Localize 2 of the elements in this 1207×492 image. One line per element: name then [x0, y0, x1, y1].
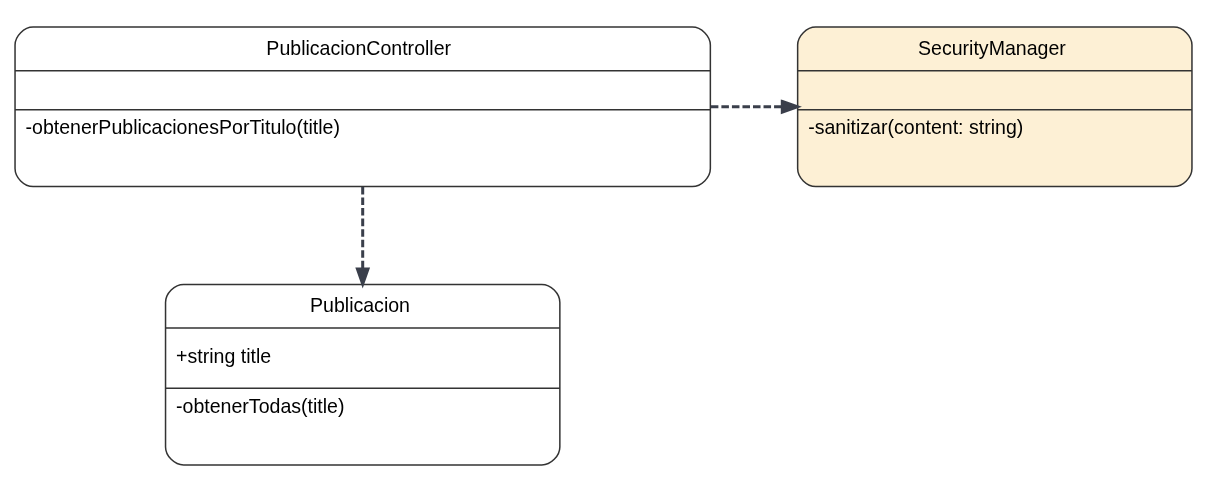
arrow [710, 99, 802, 115]
arrow [355, 187, 371, 289]
